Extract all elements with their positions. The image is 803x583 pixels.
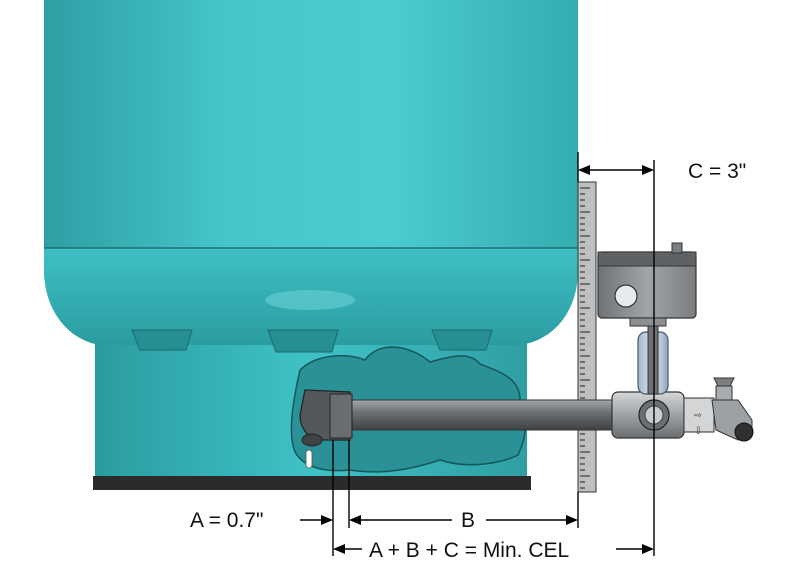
svg-text:⇩: ⇩: [694, 426, 702, 437]
tee-fitting: [611, 391, 685, 439]
tank-body: [44, 0, 578, 353]
pressure-switch: [597, 242, 697, 327]
dimension-arrowheads: [321, 165, 654, 554]
dimension-c-label: C = 3": [688, 160, 746, 183]
mounting-ruler: [577, 181, 597, 493]
drain-valve: ⇨ ⇩: [683, 377, 754, 442]
pressure-gauge: [637, 317, 669, 395]
dimension-lines: [300, 152, 655, 556]
dimension-a-label: A = 0.7": [190, 509, 263, 532]
dimension-sum-label: A + B + C = Min. CEL: [369, 539, 569, 562]
svg-text:⇨: ⇨: [694, 411, 702, 421]
dimension-b-label: B: [461, 509, 475, 532]
outlet-pipe: [299, 389, 618, 469]
